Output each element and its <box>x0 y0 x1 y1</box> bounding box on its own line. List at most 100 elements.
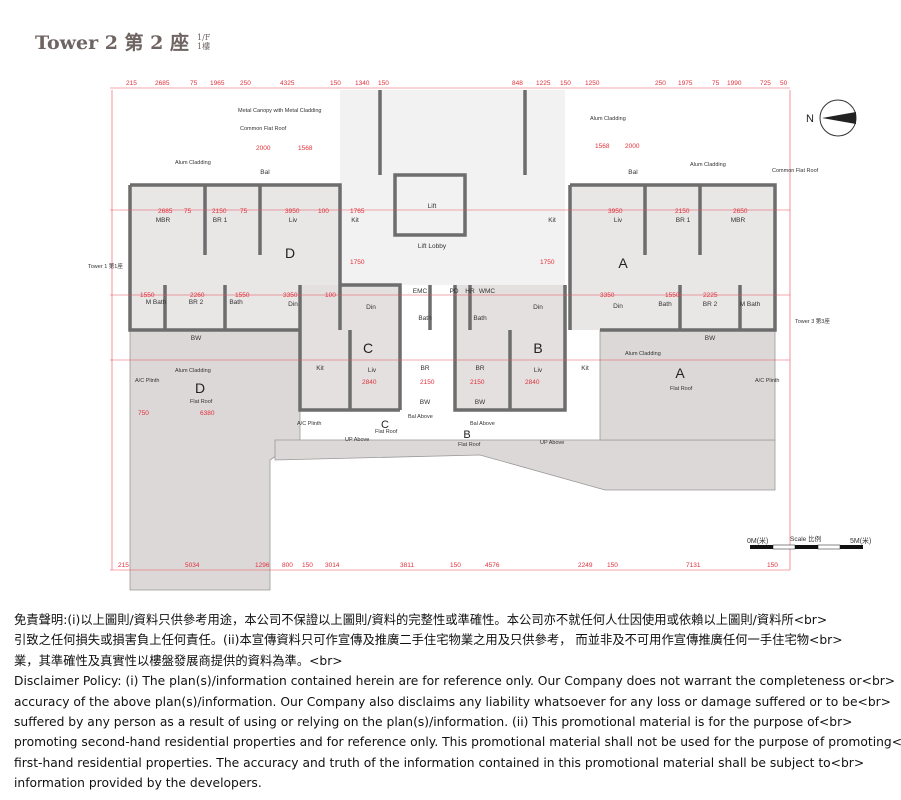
dimension-label: 3014 <box>325 562 340 569</box>
dimension-label: 1568 <box>298 145 313 152</box>
plan-label: N <box>806 113 814 125</box>
floor-label: 1/F 1樓 <box>197 33 210 51</box>
dimension-label: 6380 <box>200 410 215 417</box>
dimension-label: 1750 <box>540 259 555 266</box>
dimension-label: 100 <box>318 208 329 215</box>
notes: Metal Canopy with Metal Cladding Common … <box>88 108 830 448</box>
dimension-label: 1550 <box>235 292 250 299</box>
plan-title: Tower 2 第 2 座 1/F 1樓 <box>35 28 210 55</box>
plan-label: MBR <box>156 217 171 224</box>
dimension-label: 1250 <box>585 80 600 87</box>
dimension-label: 750 <box>138 410 149 417</box>
dimension-label: 150 <box>330 80 341 87</box>
scale-bar: 0M(米) Scale 比例 5M(米) <box>747 534 871 550</box>
dimension-label: 2249 <box>578 562 593 569</box>
plan-label: Flat Roof <box>458 442 481 448</box>
unit-label: A <box>618 255 628 271</box>
plan-label: Din <box>288 301 298 308</box>
dimension-label: 100 <box>325 292 336 299</box>
plan-label: Din <box>533 304 543 311</box>
plan-label: BR <box>420 365 429 372</box>
plan-label: M Bath <box>146 299 167 306</box>
disclaimer-line: 免責聲明:(i)以上圖則/資料只供參考用途，本公司不保證以上圖則/資料的完整性或… <box>14 613 828 627</box>
plan-label: Bath <box>473 315 487 322</box>
plan-label: A/C Plinth <box>755 378 779 384</box>
dimension-label: 50 <box>780 80 788 87</box>
tower-title: Tower 2 第 2 座 <box>35 32 189 54</box>
plan-label: Tower 3 第3座 <box>795 317 830 325</box>
unit-label: D <box>285 245 295 261</box>
plan-label: Flat Roof <box>190 399 213 405</box>
plan-label: UP Above <box>540 440 564 446</box>
dimension-label: 150 <box>450 562 461 569</box>
unit-label: B <box>463 429 470 441</box>
dimension-label: 250 <box>240 80 251 87</box>
unit-label: D <box>195 380 205 396</box>
north-arrow-icon: N <box>806 99 857 137</box>
plan-label: MBR <box>731 217 746 224</box>
dimension-label: 1225 <box>536 80 551 87</box>
dimension-label: 1975 <box>678 80 693 87</box>
plan-label: Bal <box>628 169 638 176</box>
disclaimer-line: 引致之任何損失或損害負上任何責任。(ii)本宣傳資料只可作宣傳及推廣二手住宅物業… <box>14 633 843 648</box>
dimension-label: 250 <box>655 80 666 87</box>
dimension-label: 2685 <box>158 208 173 215</box>
disclaimer-line: first-hand residential properties. The a… <box>14 755 865 770</box>
plan-label: Tower 1 第1座 <box>88 262 123 270</box>
dimension-label: 1296 <box>255 562 270 569</box>
disclaimer-line: 業，其準確性及真實性以樓盤發展商提供的資料為準。<br> <box>14 653 343 668</box>
plan-label: Bath <box>658 301 672 308</box>
unit-labels: D C B A D A C B <box>195 245 685 441</box>
dimension-label: 150 <box>302 562 313 569</box>
plan-label: Flat Roof <box>670 386 693 392</box>
plan-label: BR 1 <box>213 217 228 224</box>
dimension-label: 1550 <box>140 292 155 299</box>
unit-label: C <box>363 340 373 356</box>
unit-label: A <box>675 365 685 381</box>
plan-label: BR <box>475 365 484 372</box>
plan-label: BW <box>705 335 716 342</box>
plan-label: PD <box>449 288 458 295</box>
plan-label: 0M(米) <box>747 536 768 545</box>
plan-label: Kit <box>316 365 324 372</box>
dimension-label: 2840 <box>525 379 540 386</box>
dimension-label: 1550 <box>665 292 680 299</box>
floor-plan: 215 2685 75 1965 250 4325 150 1340 150 8… <box>88 80 871 591</box>
plan-label: Kit <box>548 217 556 224</box>
disclaimer-line: information provided by the developers. <box>14 776 262 791</box>
dimension-label: 7131 <box>686 562 701 569</box>
plan-label: BR 2 <box>703 301 718 308</box>
plan-label: BR 2 <box>189 299 204 306</box>
dimension-label: 4325 <box>280 80 295 87</box>
plan-label: Kit <box>351 217 359 224</box>
dimension-label: 2260 <box>190 292 205 299</box>
dimension-label: 1750 <box>350 259 365 266</box>
plan-label: Alum Cladding <box>175 368 211 374</box>
dimension-label: 2150 <box>420 379 435 386</box>
dimension-label: 150 <box>767 562 778 569</box>
disclaimer-line: suffered by any person as a result of us… <box>14 714 853 729</box>
plan-label: Scale 比例 <box>790 534 821 543</box>
plan-label: Liv <box>614 217 623 224</box>
dimension-label: 2225 <box>703 292 718 299</box>
dimension-label: 75 <box>712 80 720 87</box>
dimension-label: 3811 <box>400 562 414 569</box>
plan-label: Common Flat Roof <box>240 126 287 132</box>
dimension-label: 215 <box>118 562 129 569</box>
plan-label: Bal Above <box>470 421 495 427</box>
plan-label: Bath <box>418 315 432 322</box>
dimension-label: 800 <box>282 562 293 569</box>
plan-label: Flat Roof <box>375 429 398 435</box>
plan-label: Liv <box>289 217 298 224</box>
plan-label: UP Above <box>345 437 369 443</box>
plan-label: BR 1 <box>676 217 691 224</box>
unit-label: B <box>533 340 542 356</box>
dimension-label: 3950 <box>285 208 300 215</box>
plan-label: A/C Plinth <box>135 378 159 384</box>
plan-label: M Bath <box>740 301 761 308</box>
dimension-label: 3350 <box>283 292 298 299</box>
plan-label: Din <box>366 304 376 311</box>
flat-roof-a <box>599 329 776 441</box>
plan-label: BW <box>191 335 202 342</box>
plan-label: A/C Plinth <box>297 421 321 427</box>
